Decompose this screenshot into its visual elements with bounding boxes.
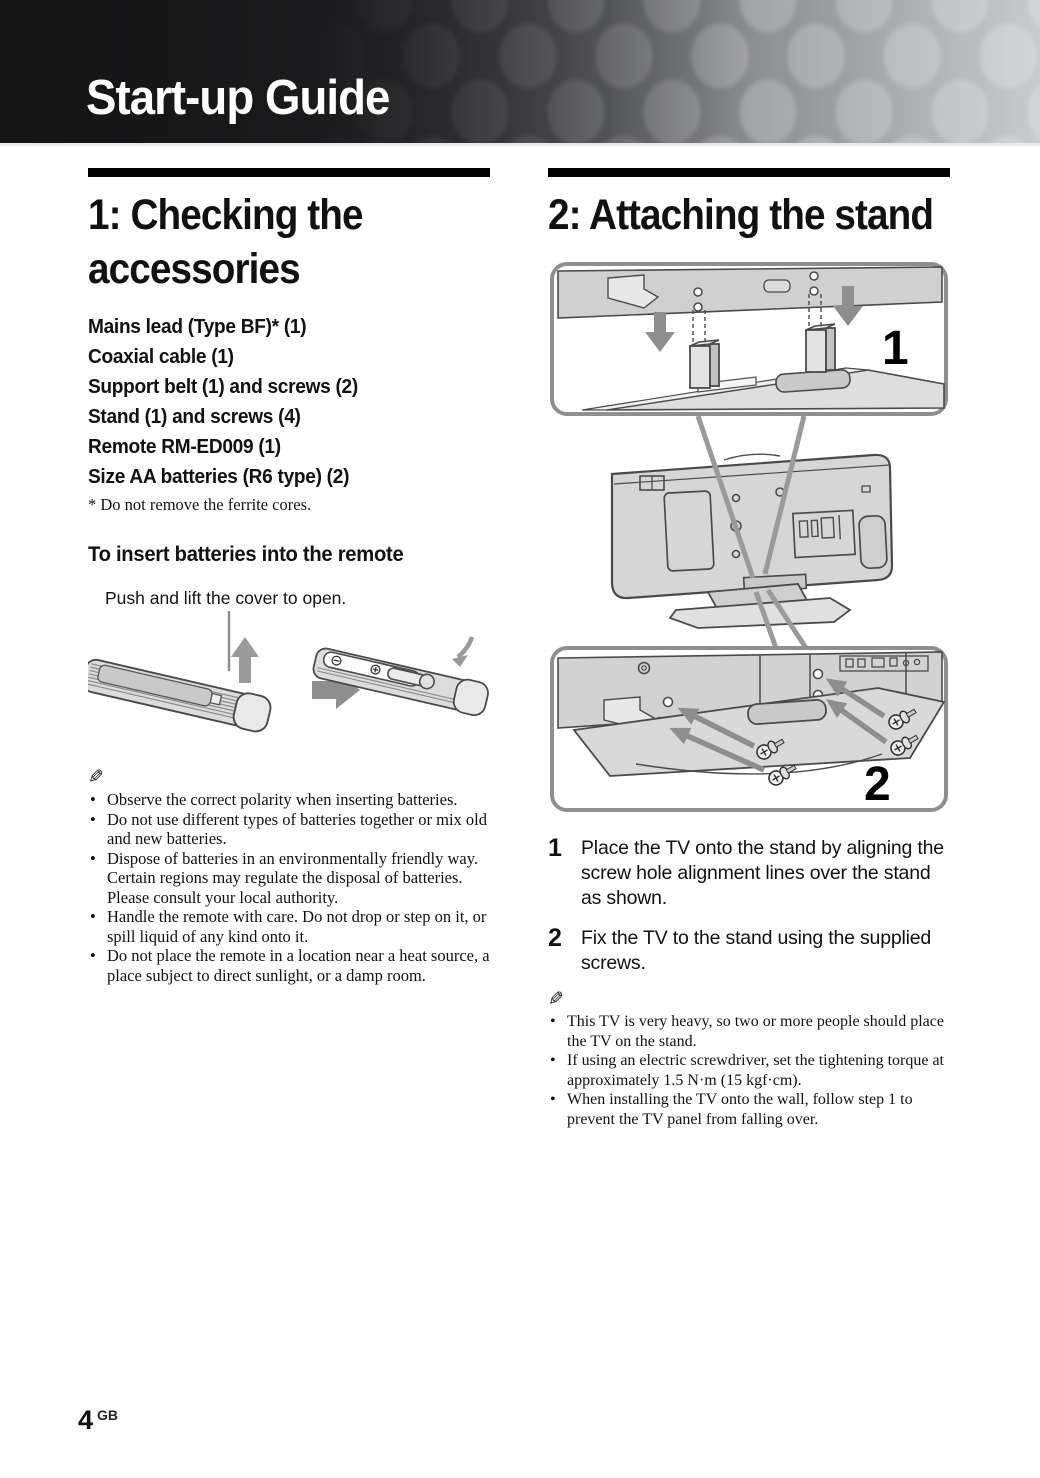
region-code: GB xyxy=(97,1407,119,1423)
connector-panel xyxy=(791,509,857,559)
stand-peg-left xyxy=(689,339,720,390)
connector-strip xyxy=(839,655,929,672)
step-1: 1 Place the TV onto the stand by alignin… xyxy=(548,836,950,911)
accessory-item: Support belt (1) and screws (2) xyxy=(88,375,358,399)
down-arrow-icon xyxy=(833,286,863,327)
remote-battery-figure xyxy=(88,611,489,733)
tv-rear-view xyxy=(610,415,894,650)
accessory-list: Mains lead (Type BF)* (1) Coaxial cable … xyxy=(88,312,462,492)
note-item: When installing the TV onto the wall, fo… xyxy=(548,1090,950,1129)
note-item: Do not place the remote in a location ne… xyxy=(88,946,490,985)
remote-closed xyxy=(88,659,272,733)
chapter-banner: Start-up Guide xyxy=(0,0,1040,146)
remote-figure-caption: Push and lift the cover to open. xyxy=(105,588,347,609)
footnote-ferrite-cores: * Do not remove the ferrite cores. xyxy=(88,495,312,515)
note-item: Handle the remote with care. Do not drop… xyxy=(88,907,490,946)
chapter-title: Start-up Guide xyxy=(86,71,390,125)
column-checking-accessories: 1: Checking the accessories Mains lead (… xyxy=(88,168,490,985)
section-rule xyxy=(548,168,950,177)
accessory-item: Remote RM-ED009 (1) xyxy=(88,435,281,459)
screw-icon xyxy=(768,764,797,786)
page-number: 4 xyxy=(78,1405,94,1435)
screw-icon xyxy=(756,738,785,760)
screw-icon xyxy=(888,708,917,730)
note-icon: ✎ xyxy=(548,989,564,1011)
note-icon: ✎ xyxy=(88,767,104,789)
section-title-stand: 2: Attaching the stand xyxy=(548,191,934,239)
figure-step2-box: 2 xyxy=(550,646,948,813)
screw-icon xyxy=(890,734,919,756)
stand-peg-right xyxy=(805,323,836,374)
notes-stand: ✎ This TV is very heavy, so two or more … xyxy=(548,989,950,1129)
accessory-item: Stand (1) and screws (4) xyxy=(88,405,301,429)
column-attaching-stand: 2: Attaching the stand xyxy=(548,168,950,1129)
lift-arrow-icon xyxy=(231,637,259,684)
step-text: Fix the TV to the stand using the suppli… xyxy=(581,927,932,975)
figure-label-1: 1 xyxy=(882,322,909,375)
remote-open-batteries xyxy=(312,647,489,717)
accessory-item: Size AA batteries (R6 type) (2) xyxy=(88,465,350,489)
note-item: Observe the correct polarity when insert… xyxy=(88,790,490,810)
accessory-item: Coaxial cable (1) xyxy=(88,345,234,369)
note-item: Do not use different types of batteries … xyxy=(88,810,490,849)
step-number: 2 xyxy=(548,924,562,953)
note-item: Dispose of batteries in an environmental… xyxy=(88,849,490,908)
figure-step1-box: 1 xyxy=(550,262,948,417)
notes-batteries: ✎ Observe the correct polarity when inse… xyxy=(88,767,490,985)
step-2: 2 Fix the TV to the stand using the supp… xyxy=(548,926,950,976)
accessory-item: Mains lead (Type BF)* (1) xyxy=(88,315,307,339)
down-arrow-icon xyxy=(645,312,675,353)
step-text: Place the TV onto the stand by aligning … xyxy=(581,837,944,910)
note-item: If using an electric screwdriver, set th… xyxy=(548,1051,950,1090)
section-title-checking: 1: Checking the accessories xyxy=(88,191,364,294)
step-number: 1 xyxy=(548,834,562,863)
subheading-insert-batteries: To insert batteries into the remote xyxy=(88,542,404,567)
stand-note-list: This TV is very heavy, so two or more pe… xyxy=(548,1012,950,1129)
figure-label-2: 2 xyxy=(864,758,891,811)
insert-arrow-icon xyxy=(452,636,475,668)
note-item: This TV is very heavy, so two or more pe… xyxy=(548,1012,950,1051)
stand-attachment-figure: 1 xyxy=(550,262,948,813)
section-rule xyxy=(88,168,490,177)
battery-note-list: Observe the correct polarity when insert… xyxy=(88,790,490,985)
stand-steps: 1 Place the TV onto the stand by alignin… xyxy=(548,836,950,976)
